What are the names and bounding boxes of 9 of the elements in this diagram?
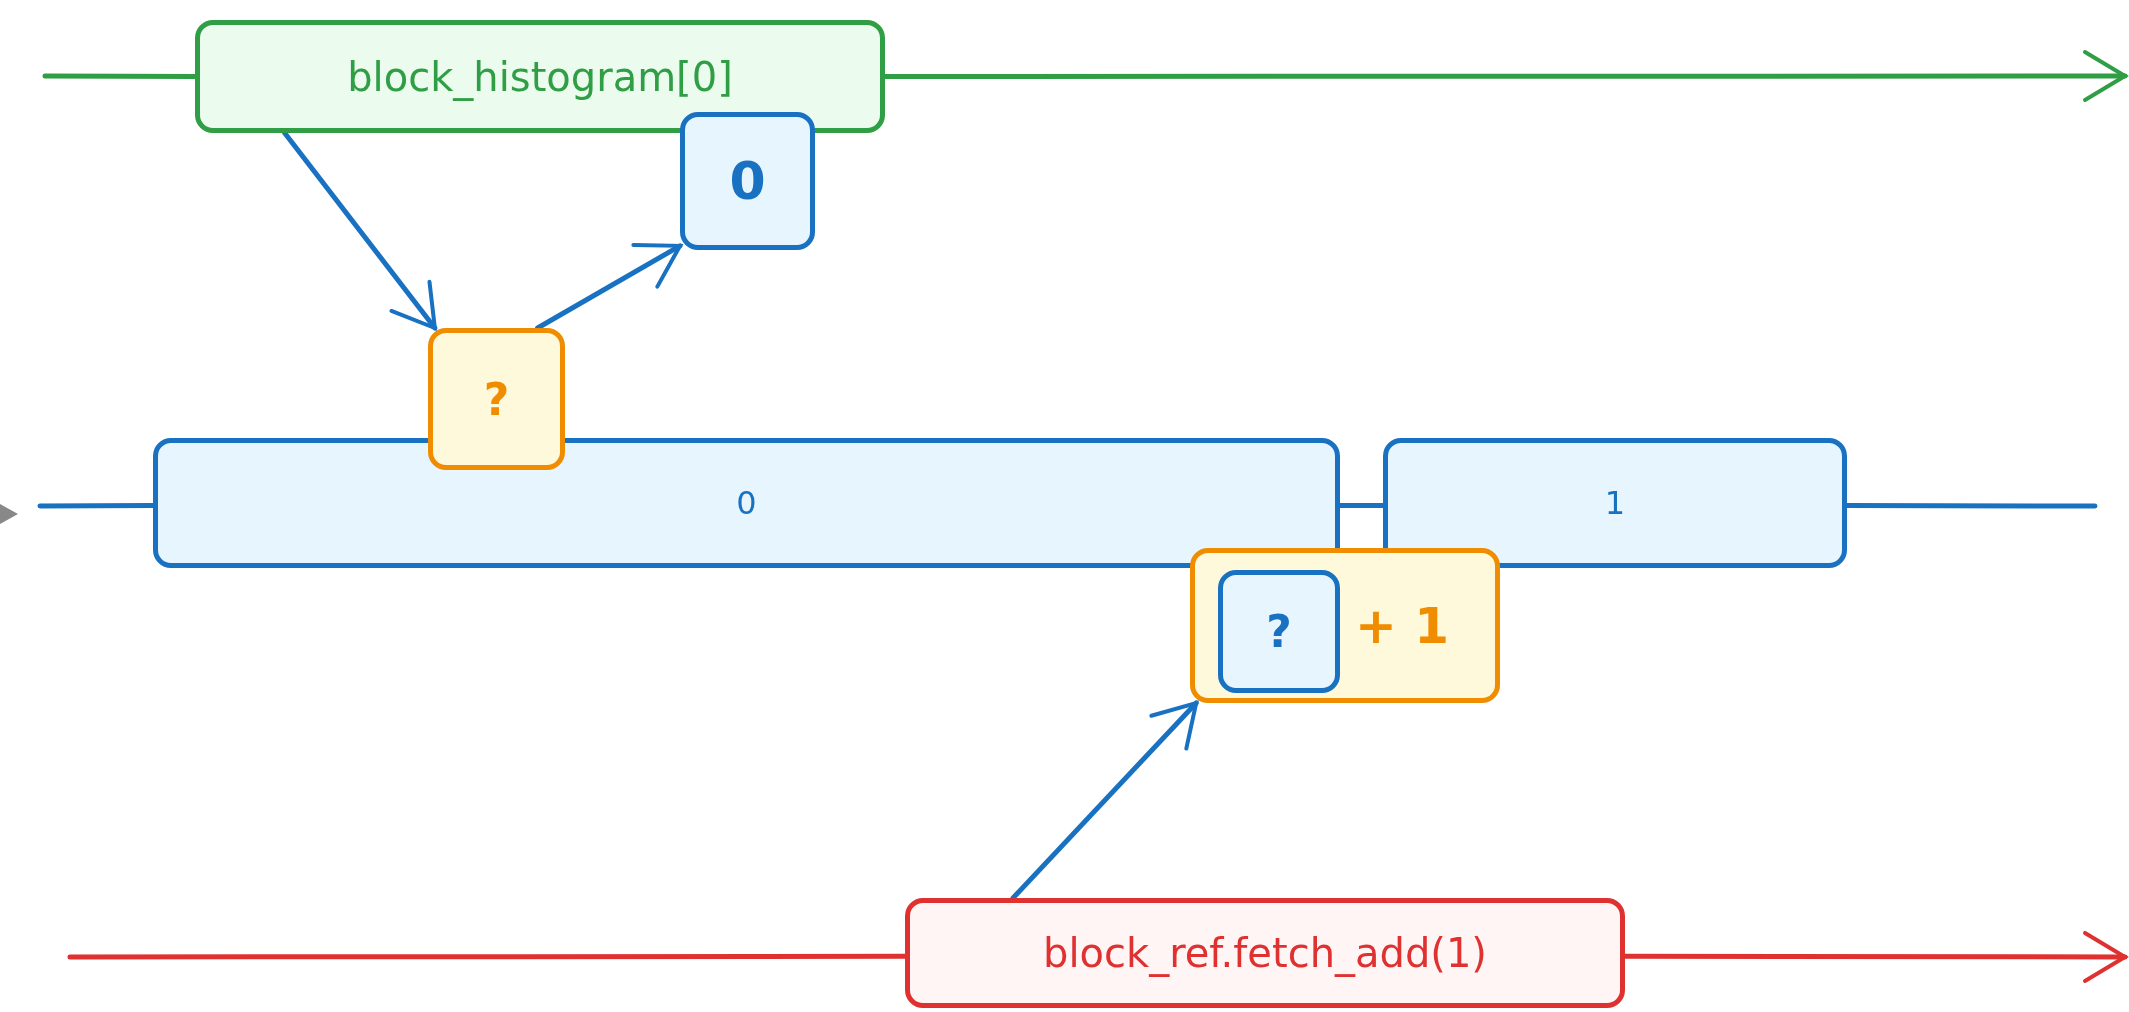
- value-box: 0: [680, 112, 815, 250]
- block-box: 0: [153, 438, 1340, 568]
- expression-box: [1190, 548, 1500, 703]
- value-box: ?: [1218, 570, 1340, 693]
- variable-box: block_histogram[0]: [195, 20, 885, 133]
- block-box: 1: [1383, 438, 1847, 568]
- expression-text: + 1: [1355, 596, 1450, 655]
- operation-box: block_ref.fetch_add(1): [905, 898, 1625, 1008]
- value-box: ?: [428, 328, 565, 470]
